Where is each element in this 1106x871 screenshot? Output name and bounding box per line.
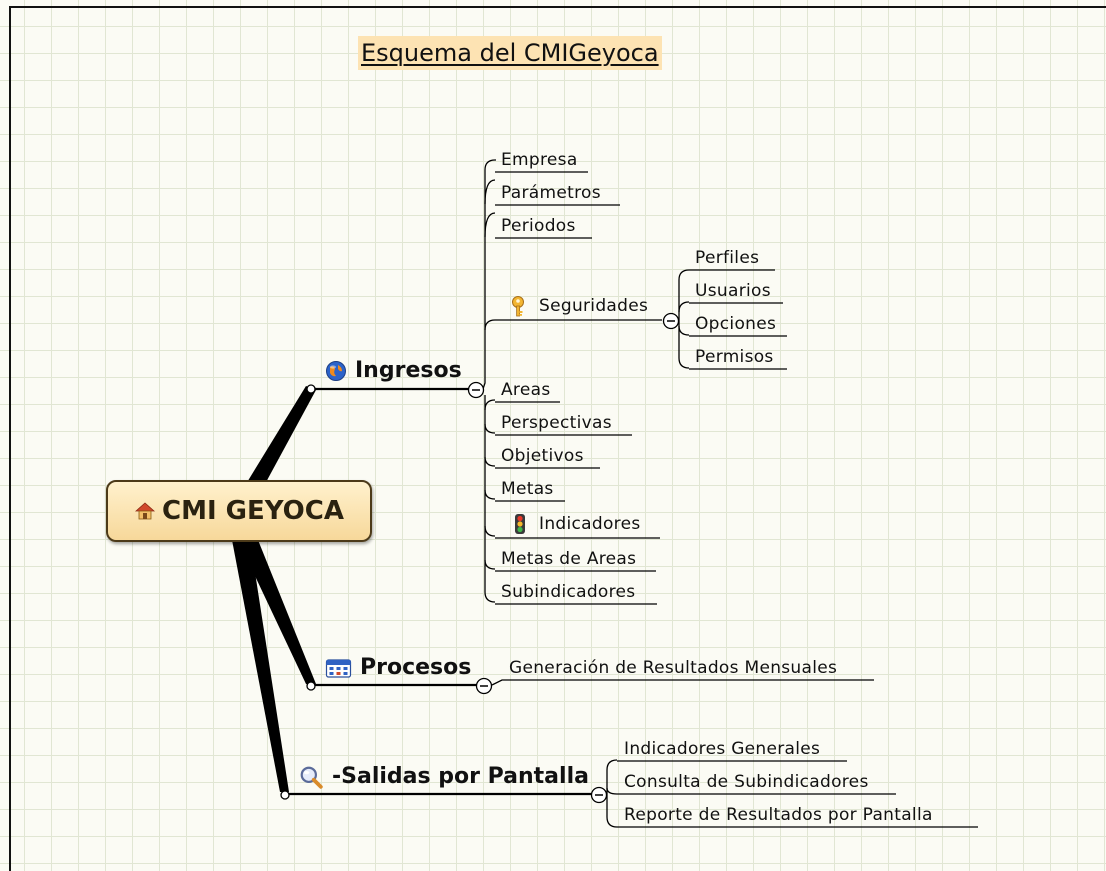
topic-procesos-label: Procesos [360, 655, 472, 680]
subtopic-label: Opciones [695, 314, 777, 334]
subtopic-generacion-resultados[interactable]: Generación de Resultados Mensuales [509, 657, 837, 679]
globe-icon [326, 361, 346, 381]
topic-ingresos[interactable]: Ingresos [325, 357, 462, 385]
collapse-toggle-salidas[interactable] [590, 786, 608, 804]
branch-salidas [232, 540, 289, 792]
central-topic-label: CMI GEYOCA [162, 496, 344, 526]
branch-procesos [238, 540, 316, 684]
collapse-toggle-procesos[interactable] [475, 677, 493, 695]
subtopic-label: Seguridades [539, 296, 649, 316]
subtopic-label: Parámetros [501, 183, 601, 203]
subtopic-label: Objetivos [501, 446, 584, 466]
frame-border-top [9, 6, 1106, 8]
subtopic-reporte-resultados[interactable]: Reporte de Resultados por Pantalla [624, 804, 933, 826]
topic-ingresos-label: Ingresos [355, 358, 462, 383]
subtopic-empresa[interactable]: Empresa [501, 149, 578, 171]
subtopic-areas[interactable]: Areas [501, 379, 550, 401]
subtopic-indicadores[interactable]: Indicadores [509, 512, 641, 536]
central-topic[interactable]: CMI GEYOCA [106, 480, 372, 542]
subtopic-label: Perfiles [695, 248, 760, 268]
subtopic-periodos[interactable]: Periodos [501, 215, 576, 237]
calendar-icon [325, 659, 352, 678]
subtopic-seguridades[interactable]: Seguridades [509, 294, 648, 318]
subtopic-label: Indicadores [539, 514, 641, 534]
map-title: Esquema del CMIGeyoca [358, 36, 662, 70]
topic-salidas-label: -Salidas por Pantalla [332, 764, 589, 789]
subtopic-label: Indicadores Generales [624, 739, 821, 759]
subtopic-label: Periodos [501, 216, 576, 236]
subtopic-subindicadores[interactable]: Subindicadores [501, 581, 635, 603]
subtopic-indicadores-generales[interactable]: Indicadores Generales [624, 738, 820, 760]
collapse-toggle-ingresos[interactable] [467, 381, 485, 399]
subtopic-label: Subindicadores [501, 582, 636, 602]
subtopic-label: Usuarios [695, 281, 771, 301]
subtopic-metas[interactable]: Metas [501, 478, 554, 500]
subtopic-objetivos[interactable]: Objetivos [501, 445, 584, 467]
subtopic-label: Empresa [501, 150, 578, 170]
subtopic-perfiles[interactable]: Perfiles [695, 247, 759, 269]
subtopic-usuarios[interactable]: Usuarios [695, 280, 771, 302]
topic-procesos[interactable]: Procesos [325, 654, 471, 682]
frame-border-left [9, 6, 11, 871]
subtopic-permisos[interactable]: Permisos [695, 346, 774, 368]
subtopic-label: Metas [501, 479, 554, 499]
subtopic-label: Perspectivas [501, 413, 612, 433]
subtopic-opciones[interactable]: Opciones [695, 313, 776, 335]
subtopic-perspectivas[interactable]: Perspectivas [501, 412, 612, 434]
magnifier-icon [300, 766, 323, 789]
subtopic-label: Generación de Resultados Mensuales [509, 658, 838, 678]
subtopic-label: Consulta de Subindicadores [624, 772, 869, 792]
topic-salidas[interactable]: -Salidas por Pantalla [298, 763, 589, 791]
collapse-toggle-seguridades[interactable] [662, 312, 680, 330]
subtopic-label: Reporte de Resultados por Pantalla [624, 805, 933, 825]
subtopic-label: Metas de Areas [501, 549, 637, 569]
traffic-light-icon [515, 514, 525, 534]
subtopic-label: Permisos [695, 347, 774, 367]
subtopic-metas-de-areas[interactable]: Metas de Areas [501, 548, 636, 570]
branch-ingresos [246, 386, 316, 484]
key-icon [512, 296, 524, 317]
subtopic-parametros[interactable]: Parámetros [501, 182, 601, 204]
subtopic-label: Areas [501, 380, 551, 400]
subtopic-consulta-subindicadores[interactable]: Consulta de Subindicadores [624, 771, 869, 793]
house-icon [134, 502, 156, 520]
